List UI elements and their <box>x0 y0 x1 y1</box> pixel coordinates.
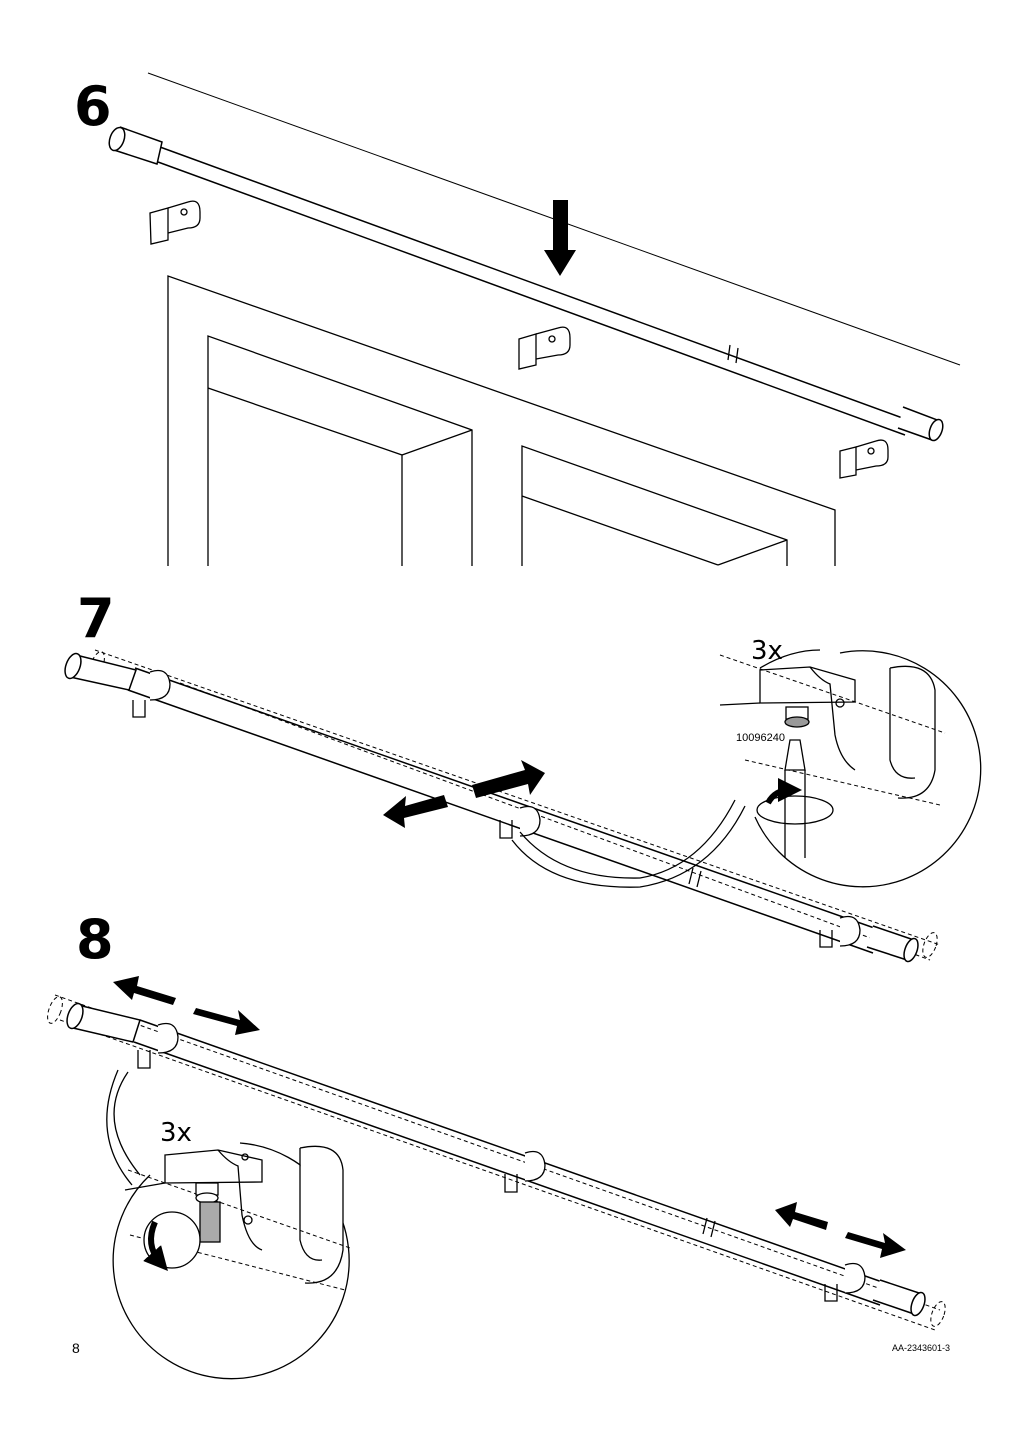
curtain-rod-icon <box>66 1002 926 1317</box>
step-7-quantity-label: 3x <box>751 636 783 666</box>
bracket-icon <box>137 1022 866 1302</box>
screwdriver-icon <box>784 739 806 858</box>
page-number: 8 <box>72 1340 80 1356</box>
step-7-part-number: 10096240 <box>736 732 785 744</box>
step-7-illustration <box>64 649 982 963</box>
curtain-rod-icon <box>64 652 919 963</box>
curtain-rod-icon <box>108 126 944 442</box>
double-arrow-icon <box>113 976 906 1258</box>
detail-circle <box>719 649 982 888</box>
step-8-quantity-label: 3x <box>160 1118 192 1148</box>
step-8-illustration <box>47 976 946 1380</box>
step-number-7: 7 <box>77 587 115 650</box>
screw-icon <box>195 1182 221 1243</box>
detail-circle <box>112 1142 351 1380</box>
step-number-8: 8 <box>76 908 114 971</box>
bracket-icon <box>149 200 889 479</box>
rotate-arrow-icon <box>756 778 834 825</box>
step-number-6: 6 <box>74 75 112 138</box>
screw-icon <box>784 706 810 728</box>
rotate-arrow-icon <box>143 1211 201 1272</box>
window-frame <box>167 275 836 566</box>
step-6-illustration <box>108 72 961 566</box>
document-code: AA-2343601-3 <box>891 1343 950 1353</box>
bracket-icon <box>132 669 861 948</box>
down-arrow-icon <box>544 200 576 276</box>
double-arrow-icon <box>383 760 545 828</box>
